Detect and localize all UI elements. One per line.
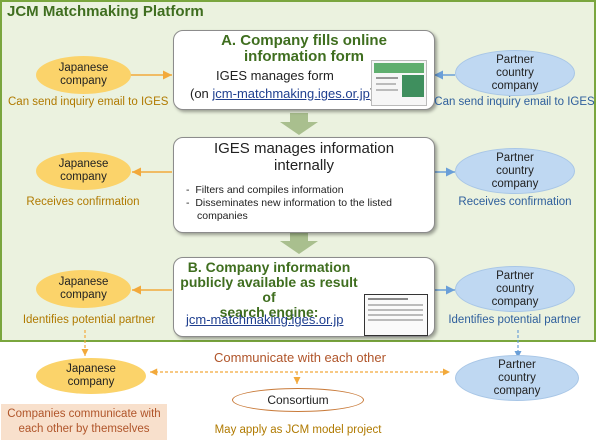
japanese-label-2: company xyxy=(60,289,107,301)
japanese-label-1: Japanese xyxy=(58,158,109,170)
japanese-label-1: Japanese xyxy=(58,62,109,74)
form-link[interactable]: jcm-matchmaking.iges.or.jp xyxy=(212,86,370,101)
step-a-title-line1: A. Company fills online xyxy=(221,32,387,49)
search-thumbnail xyxy=(364,294,428,336)
flow-arrow-2 xyxy=(280,232,318,254)
caption-japanese-row1: Can send inquiry email to IGES xyxy=(8,96,169,108)
bullet-item: - Filters and compiles information xyxy=(186,184,344,196)
form-thumbnail-header xyxy=(374,63,424,73)
caption-partner-row3: Identifies potential partner xyxy=(448,314,581,326)
bullet-text: Disseminates new information to the list… xyxy=(195,197,393,209)
bullet-text: Filters and compiles information xyxy=(195,184,344,196)
iges-manages-title: IGES manages information internally xyxy=(180,140,428,174)
japanese-label-1: Japanese xyxy=(66,363,116,375)
caption-japanese-row2: Receives confirmation xyxy=(26,196,140,208)
flow-arrow-1 xyxy=(280,113,318,135)
japanese-label-2: company xyxy=(60,75,107,87)
search-link[interactable]: jcm-matchmaking.iges.or.jp xyxy=(186,312,344,327)
form-thumbnail-line xyxy=(376,83,396,85)
bullet-item: - Disseminates new information to the li… xyxy=(186,197,393,209)
communicate-label: Communicate with each other xyxy=(214,350,386,365)
self-communication-note: Companies communicate with each other by… xyxy=(1,404,167,440)
step-a-line2: (on jcm-matchmaking.iges.or.jp) xyxy=(190,86,374,101)
form-thumbnail-line xyxy=(376,77,398,79)
partner-label-1: Partner xyxy=(496,151,534,164)
note-line2: each other by themselves xyxy=(18,423,150,435)
iges-manages-title-line1: IGES manages information xyxy=(213,140,395,157)
partner-label-3: company xyxy=(491,79,539,92)
partner-label-1: Partner xyxy=(496,53,534,66)
note-line1: Companies communicate with xyxy=(7,408,161,420)
step-a-line1: IGES manages form xyxy=(216,68,334,83)
partner-label-3: company xyxy=(491,295,539,308)
step-a-title-line2: information form xyxy=(244,48,364,65)
iges-manages-box xyxy=(173,137,435,233)
partner-label-3: company xyxy=(491,177,539,190)
partner-label-2: country xyxy=(498,371,536,384)
caption-japanese-row3: Identifies potential partner xyxy=(22,314,156,326)
partner-label-2: country xyxy=(496,282,534,295)
japanese-label-1: Japanese xyxy=(58,276,109,288)
japanese-label-2: company xyxy=(67,376,115,388)
partner-label-2: country xyxy=(496,164,534,177)
iges-manages-title-line2: internally xyxy=(273,157,335,174)
step-b-title-line1: B. Company information xyxy=(187,259,351,275)
platform-title: JCM Matchmaking Platform xyxy=(7,3,204,20)
bullet-continuation: companies xyxy=(197,210,248,222)
iges-manages-bullets: - Filters and compiles information - Dis… xyxy=(186,184,392,223)
step-b-title-line2: publicly available as result of xyxy=(180,274,358,305)
consortium-label: Consortium xyxy=(267,393,329,407)
japanese-label-2: company xyxy=(60,171,107,183)
step-b-title-line3: search engine: xyxy=(219,304,319,320)
partner-label-3: company xyxy=(493,384,541,397)
search-thumbnail-line xyxy=(368,319,423,321)
partner-label-2: country xyxy=(496,66,534,79)
apply-label: May apply as JCM model project xyxy=(214,424,382,436)
search-thumbnail-line xyxy=(368,314,423,316)
search-thumbnail-line xyxy=(368,298,408,300)
partner-label-1: Partner xyxy=(496,269,534,282)
form-thumbnail-line xyxy=(376,89,398,91)
step-b-title: B. Company information publicly availabl… xyxy=(176,260,362,320)
consortium-ellipse: Consortium xyxy=(232,388,364,412)
caption-partner-row2: Receives confirmation xyxy=(458,196,572,208)
partner-label-1: Partner xyxy=(498,358,536,371)
step-a-line2-prefix: (on xyxy=(190,86,213,101)
form-thumbnail xyxy=(371,60,427,106)
search-thumbnail-line xyxy=(368,309,423,311)
caption-partner-row1: Can send inquiry email to IGES xyxy=(434,96,595,108)
form-thumbnail-image xyxy=(402,75,424,97)
step-a-title: A. Company fills online information form xyxy=(180,33,428,65)
search-thumbnail-line xyxy=(368,304,423,306)
